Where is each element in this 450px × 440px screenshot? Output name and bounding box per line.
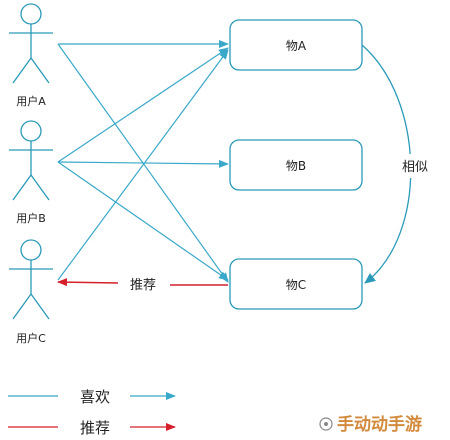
item-node-c: 物C: [229, 258, 363, 310]
legend: 喜欢 推荐: [8, 388, 176, 437]
like-edges: [57, 40, 229, 283]
similar-edge-label: 相似: [402, 160, 428, 175]
actor-label: 用户A: [16, 94, 46, 108]
watermark-text: 手动动手游: [337, 414, 422, 435]
actor-user-a: [9, 3, 53, 84]
similar-edge: 相似: [361, 44, 436, 284]
actor-user-b: [9, 120, 53, 201]
actor-label: 用户C: [16, 331, 46, 345]
recommend-edge: 推荐: [57, 278, 228, 293]
item-node-a: 物A: [229, 19, 363, 71]
recommend-edge-label: 推荐: [130, 278, 156, 293]
actor-head-icon: [20, 239, 42, 261]
actor-user-c: [9, 239, 53, 320]
item-label: 物A: [286, 39, 307, 53]
item-label: 物B: [286, 159, 306, 173]
actor-label: 用户B: [16, 211, 46, 225]
watermark-logo-icon: [319, 417, 333, 431]
item-node-b: 物B: [229, 139, 363, 191]
legend-like-label: 喜欢: [80, 388, 110, 406]
actor-head-icon: [20, 120, 42, 142]
watermark: 手动动手游: [319, 414, 422, 435]
edge-userB-itemB: [57, 159, 229, 168]
edge-userC-itemA: [57, 49, 229, 281]
item-label: 物C: [286, 278, 306, 292]
edge-userB-itemA: [57, 47, 229, 163]
legend-recommend-label: 推荐: [80, 419, 110, 437]
edge-userB-itemC: [57, 161, 229, 281]
actor-head-icon: [20, 3, 42, 25]
